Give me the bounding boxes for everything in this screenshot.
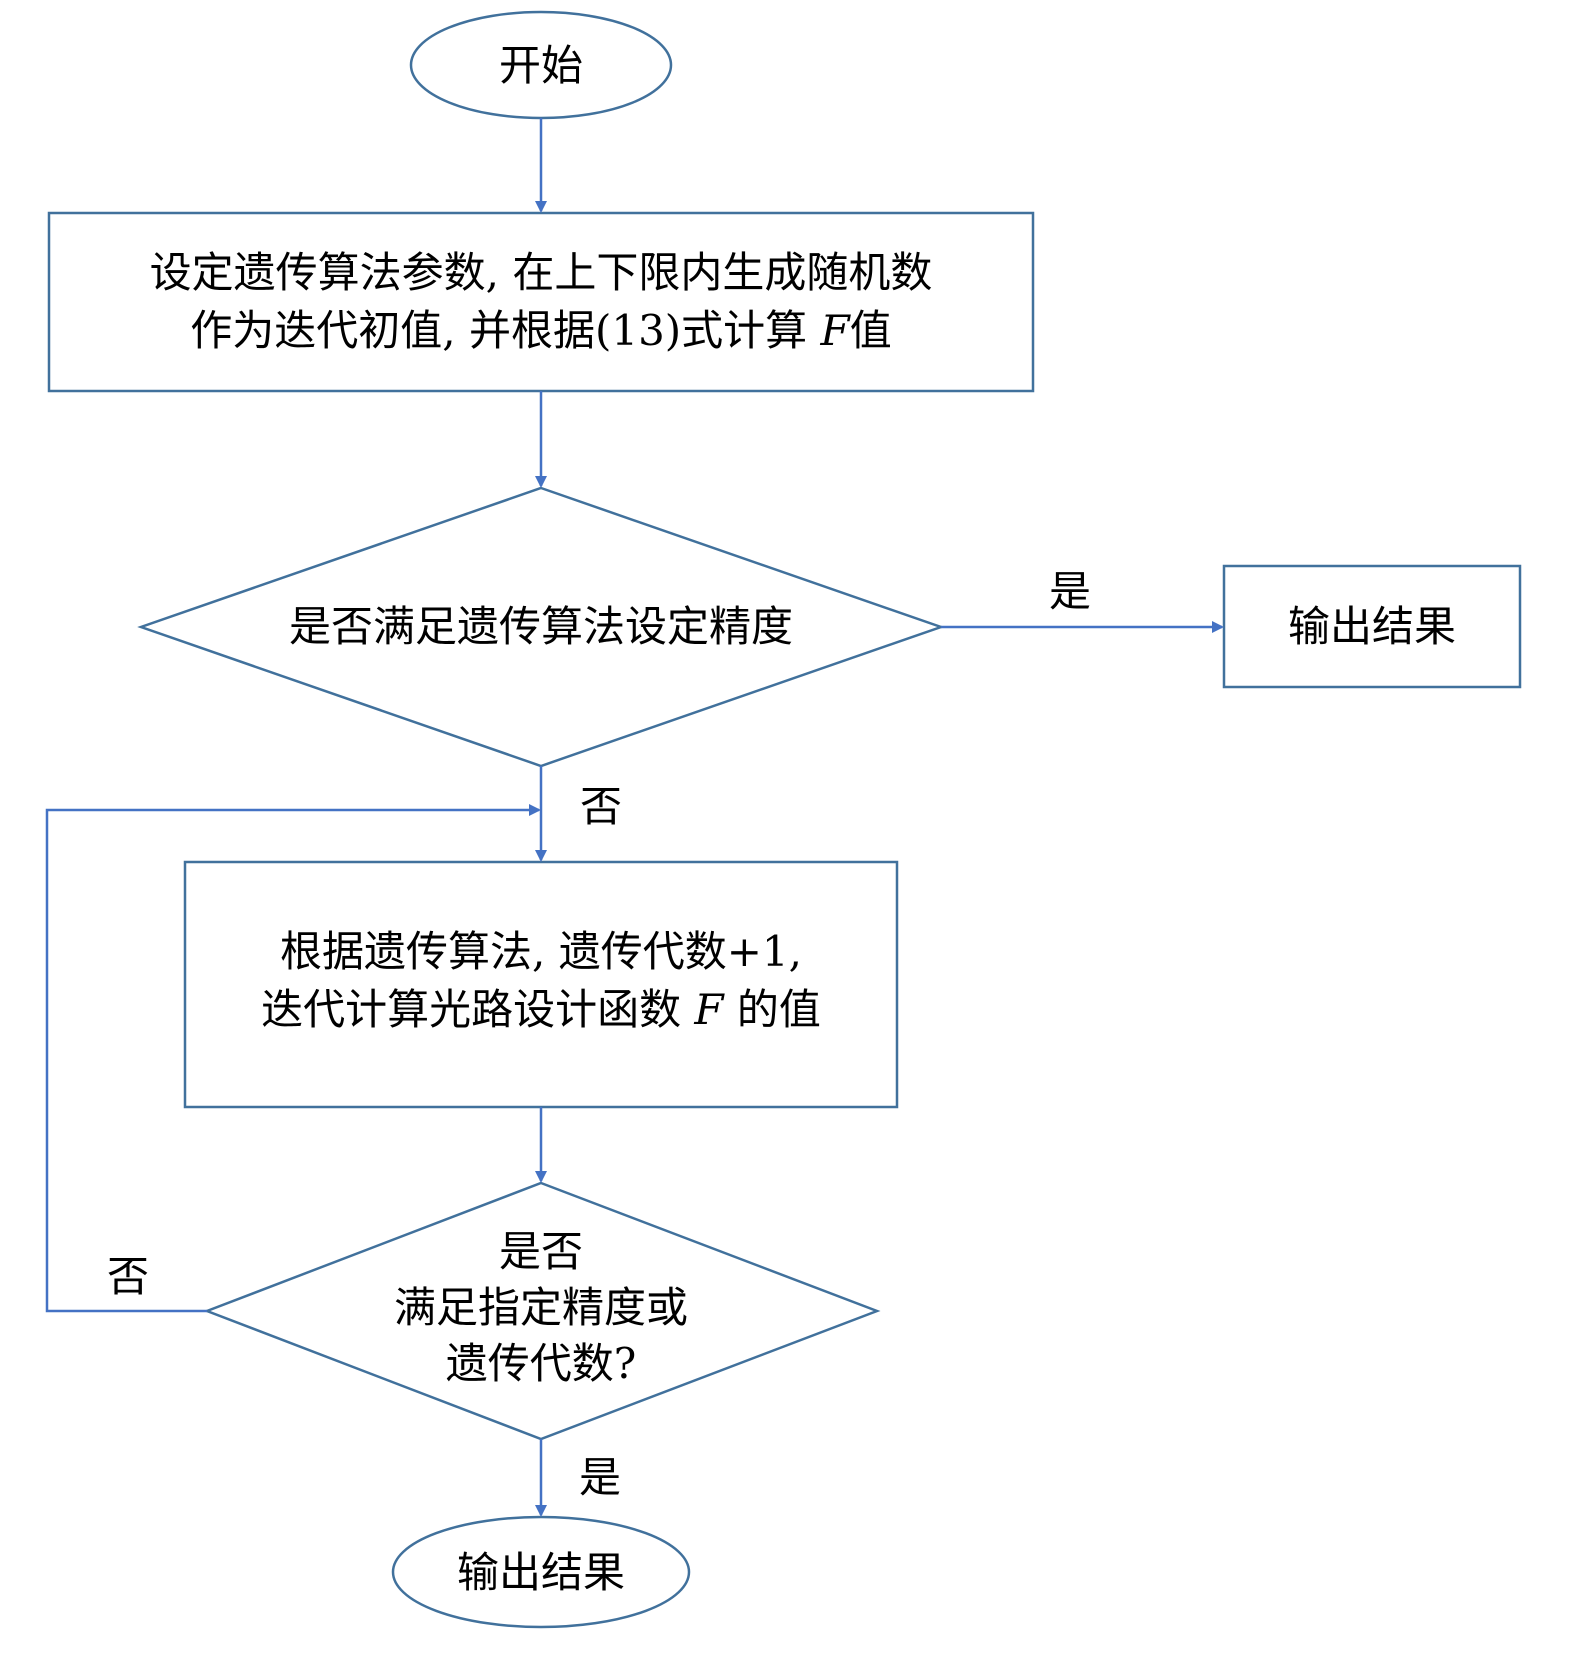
output-result-label: 输出结果 — [1288, 602, 1456, 651]
iterate-box-line2: 迭代计算光路设计函数 F 的值 — [261, 985, 821, 1034]
decision2-line1: 是否 — [499, 1227, 583, 1276]
end-node-label: 输出结果 — [457, 1548, 625, 1597]
init-box-variable-f: F — [820, 306, 852, 355]
end-node — [391, 1515, 691, 1629]
init-box-line2: 作为迭代初值, 并根据(13)式计算 F值 — [190, 306, 891, 355]
output-result-box — [1222, 564, 1522, 689]
iterate-process-box — [183, 860, 899, 1109]
iterate-box-variable-f: F — [693, 985, 725, 1034]
init-process-box — [47, 211, 1035, 393]
decision2-line3: 遗传代数? — [446, 1339, 637, 1388]
init-box-line2-text: 作为迭代初值, 并根据(13)式计算 — [190, 306, 820, 355]
start-node-label: 开始 — [499, 41, 583, 90]
iterate-box-line2-suffix: 的值 — [724, 985, 821, 1034]
edge-decision2-no-loop-back — [45, 804, 541, 1313]
init-box-line1: 设定遗传算法参数, 在上下限内生成随机数 — [150, 248, 933, 297]
iterate-box-line1: 根据遗传算法, 遗传代数+1, — [280, 927, 802, 976]
decision1-yes-label: 是 — [1049, 567, 1091, 616]
decision2-yes-label: 是 — [579, 1453, 621, 1502]
decision1-label: 是否满足遗传算法设定精度 — [289, 602, 793, 651]
decision1-no-label: 否 — [580, 782, 622, 831]
decision2-line2: 满足指定精度或 — [394, 1283, 688, 1332]
decision2-no-label: 否 — [107, 1252, 149, 1301]
iterate-box-line2-text: 迭代计算光路设计函数 — [261, 985, 694, 1034]
init-box-line2-suffix: 值 — [850, 306, 892, 355]
